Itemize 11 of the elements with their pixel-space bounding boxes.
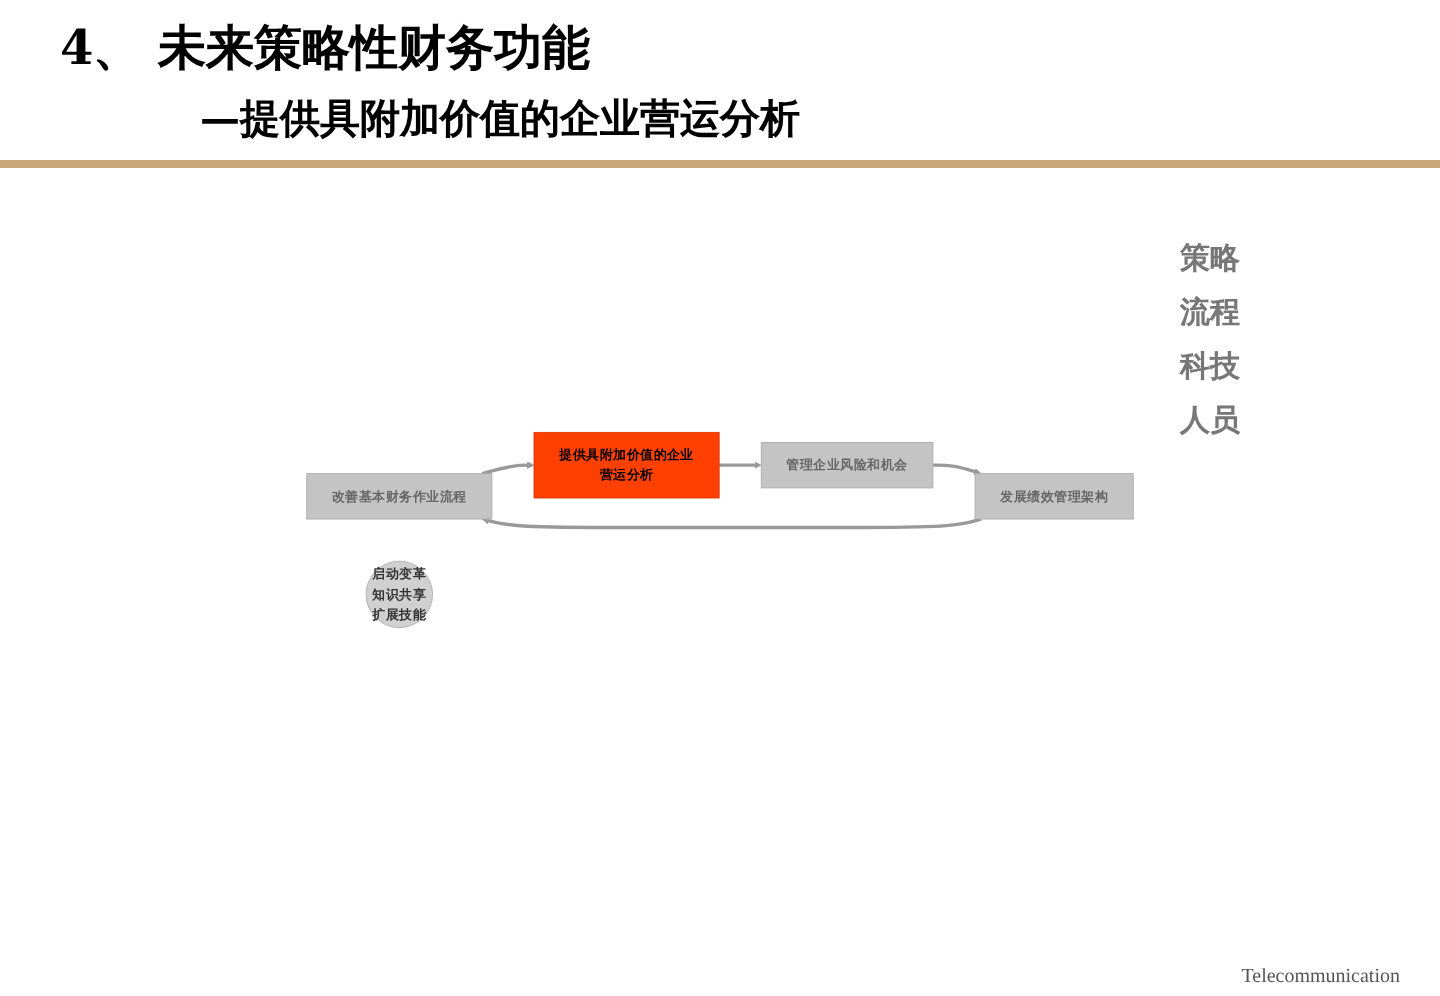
arrow [719,461,762,469]
arrow [932,463,982,476]
arrow [481,517,982,530]
title: 4、 未来策略性财务功能 [60,16,591,80]
footer-text: Telecommunication [1241,966,1400,988]
subtitle: —提供具附加价值的企业营运分析 [200,92,800,146]
arrow [481,461,535,476]
corner-label: 流程 [1180,294,1240,332]
corner-label: 人员 [1180,402,1240,440]
corner-label: 策略 [1180,240,1240,278]
corner-label: 科技 [1180,348,1240,386]
